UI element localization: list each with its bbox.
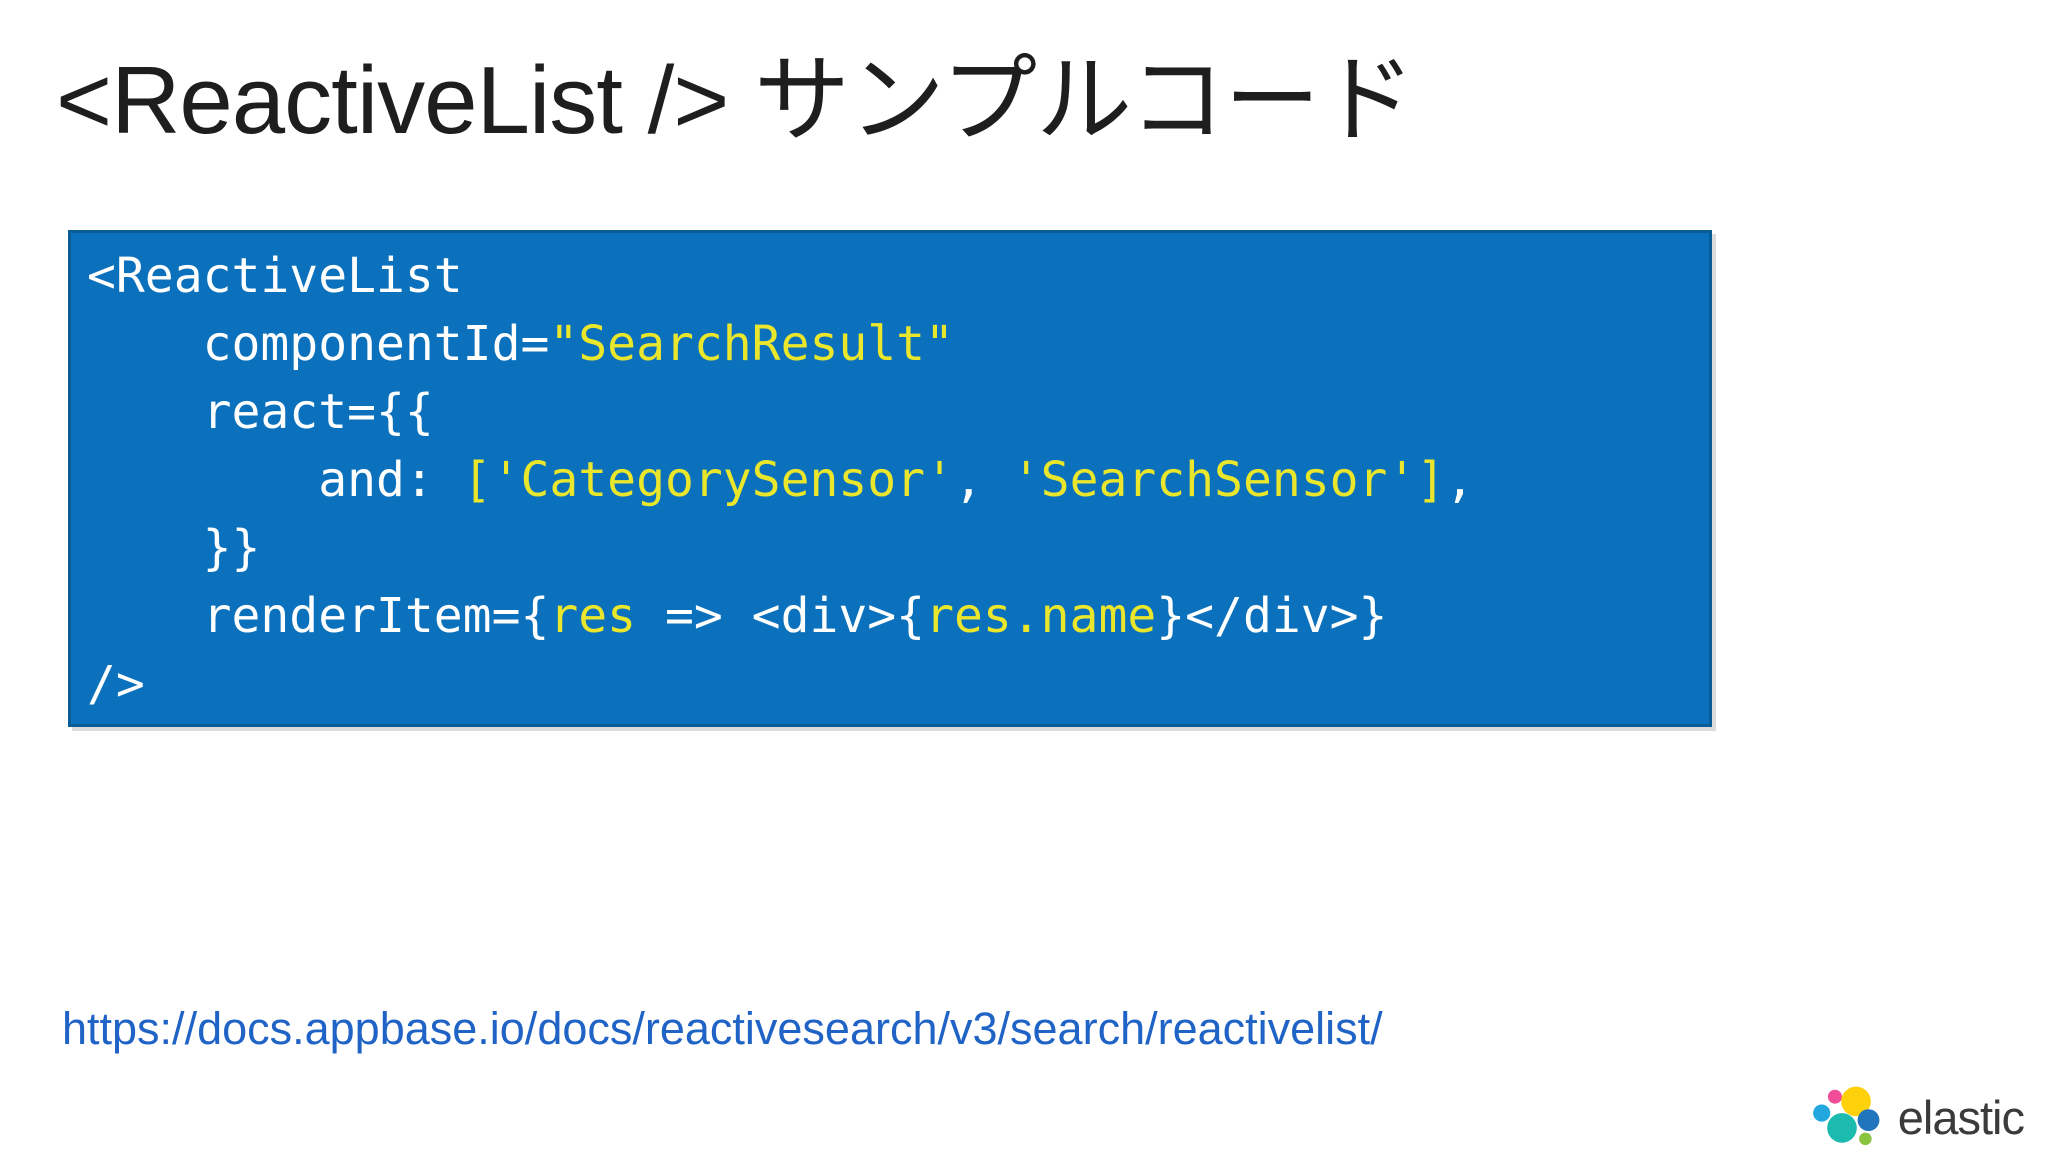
code-block: <ReactiveList componentId="SearchResult"… xyxy=(68,230,1712,727)
code-line: renderItem={res => <div>{res.name}</div>… xyxy=(87,588,1388,644)
doc-url-link[interactable]: https://docs.appbase.io/docs/reactivesea… xyxy=(62,1003,1383,1054)
elastic-logo: elastic xyxy=(1810,1084,2025,1150)
code-line: /> xyxy=(87,656,145,712)
logo-circle-lightblue xyxy=(1812,1104,1831,1122)
logo-circle-yellow xyxy=(1840,1086,1871,1117)
elastic-logo-icon xyxy=(1812,1086,1880,1146)
code-line: <ReactiveList xyxy=(87,248,463,304)
code-line: }} xyxy=(87,520,261,576)
code-line: react={{ xyxy=(87,384,434,440)
code-line: componentId="SearchResult" xyxy=(87,316,954,372)
code-line: and: ['CategorySensor', 'SearchSensor'], xyxy=(87,452,1475,508)
logo-circle-pink xyxy=(1827,1089,1842,1104)
logo-circle-teal xyxy=(1826,1113,1857,1143)
logo-circle-blue xyxy=(1857,1109,1880,1132)
slide-title: <ReactiveList /> サンプルコード xyxy=(56,47,1415,154)
logo-circle-green xyxy=(1858,1132,1872,1146)
elastic-wordmark: elastic xyxy=(1897,1090,2025,1144)
